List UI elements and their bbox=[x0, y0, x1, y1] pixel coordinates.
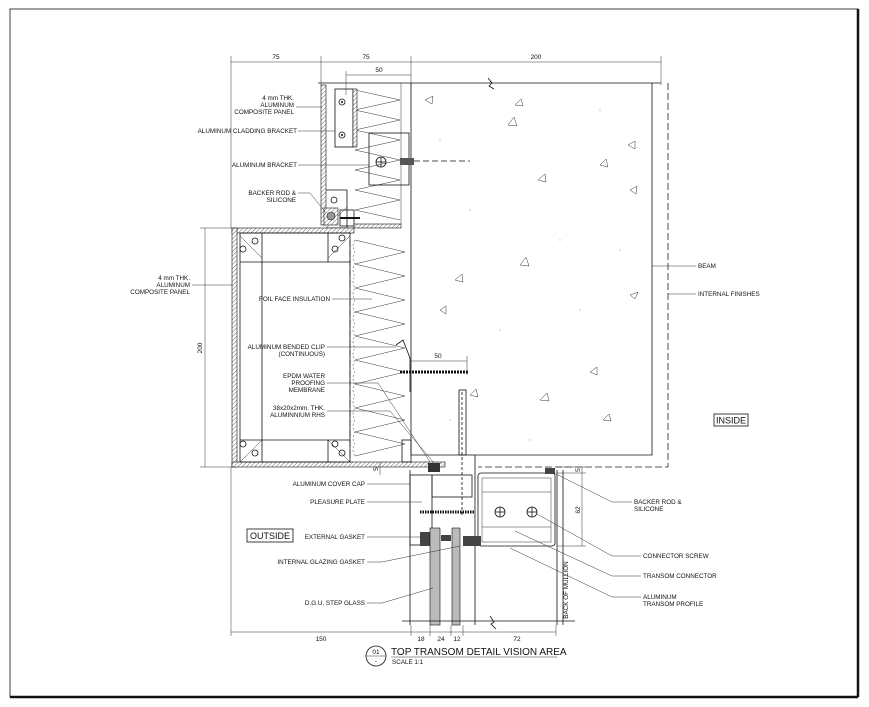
inside-tag bbox=[713, 413, 749, 427]
internal-finishes-line bbox=[478, 83, 669, 468]
dim-50-top: 50 bbox=[375, 67, 383, 74]
label-pressure-plate: PLEASURE PLATE bbox=[310, 499, 365, 506]
label-cladding-bracket: ALUMINUM CLADDING BRACKET bbox=[198, 128, 298, 135]
concrete-beam bbox=[410, 83, 653, 456]
dim-150: 150 bbox=[316, 636, 327, 643]
dim-72: 72 bbox=[513, 636, 521, 643]
label-rhs: 38x20x2mm. THK.ALUMINNIUM RHS bbox=[270, 405, 325, 419]
label-external-gasket: EXTERNAL GASKET bbox=[305, 534, 365, 541]
dim-12: 12 bbox=[453, 636, 461, 643]
dim-200: 200 bbox=[531, 54, 542, 61]
detail-scale: SCALE 1:1 bbox=[392, 659, 424, 666]
dim-50-clip: 50 bbox=[434, 353, 442, 360]
label-glass: D.G.U. STEP GLASS bbox=[305, 600, 365, 607]
label-beam: BEAM bbox=[698, 263, 716, 270]
label-internal-finishes: INTERNAL FINISHES bbox=[698, 291, 760, 298]
detail-sheet: - bbox=[375, 658, 377, 665]
dim-24: 24 bbox=[437, 636, 445, 643]
label-backer-rod-right: BACKER ROD &SILICONE bbox=[634, 499, 682, 513]
label-backer-rod-top: BACKER ROD &SILICONE bbox=[248, 190, 296, 204]
dim-75-b: 75 bbox=[362, 54, 370, 61]
lower-composite-panel bbox=[231, 227, 446, 472]
label-internal-gasket: INTERNAL GLAZING GASKET bbox=[277, 559, 365, 566]
dim-5-right: 5 bbox=[575, 468, 582, 472]
detail-number: 01 bbox=[372, 649, 380, 656]
foil-face-insulation bbox=[349, 83, 406, 462]
side-dimensions: 200 5 5 62 BACK OF MULLION bbox=[197, 227, 586, 619]
bended-clip-anchor: 50 bbox=[395, 339, 468, 515]
label-bended-clip: ALUMINUM BENDED CLIP(CONTINUOUS) bbox=[248, 344, 325, 358]
outside-label: OUTSIDE bbox=[250, 531, 290, 541]
dim-62: 62 bbox=[575, 506, 582, 514]
back-of-mullion-label: BACK OF MULLION bbox=[563, 561, 570, 619]
upper-composite-panel bbox=[320, 84, 470, 229]
bottom-dimension: 150 18 24 12 72 bbox=[230, 467, 557, 643]
label-connector-screw: CONNECTOR SCREW bbox=[643, 553, 709, 560]
detail-title: 01 - TOP TRANSOM DETAIL VISION AREA SCAL… bbox=[365, 645, 567, 667]
dim-18: 18 bbox=[417, 636, 425, 643]
transom-assembly bbox=[402, 455, 575, 630]
dim-5-left: 5 bbox=[373, 467, 380, 471]
leader-lines bbox=[192, 106, 696, 604]
top-dimension: 75 75 200 50 bbox=[230, 54, 662, 228]
label-aluminum-bracket: ALUMINUM BRACKET bbox=[232, 162, 297, 169]
outside-tag bbox=[246, 528, 294, 543]
dim-75-a: 75 bbox=[272, 54, 280, 61]
dim-200-left: 200 bbox=[197, 342, 204, 353]
label-transom-connector: TRANSOM CONNECTOR bbox=[643, 573, 717, 580]
label-insulation: FOIL FACE INSULATION bbox=[259, 296, 330, 303]
label-cover-cap: ALUMINUM COVER CAP bbox=[293, 481, 365, 488]
detail-title-text: TOP TRANSOM DETAIL VISION AREA bbox=[391, 647, 567, 658]
inside-label: INSIDE bbox=[716, 416, 746, 426]
